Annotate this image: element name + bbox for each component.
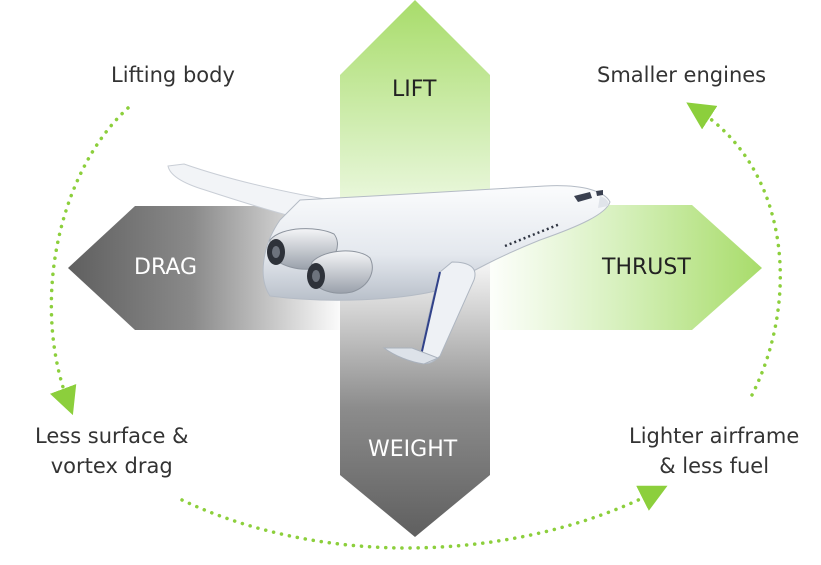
lift-label: LIFT — [392, 77, 437, 102]
benefit-less-drag-line1: Less surface & — [35, 424, 189, 448]
benefit-less-drag: Less surface & vortex drag — [35, 421, 188, 481]
benefit-lighter-airframe: Lighter airframe & less fuel — [629, 421, 799, 481]
benefit-less-drag-line2: vortex drag — [50, 454, 173, 478]
benefit-lifting-body: Lifting body — [111, 63, 235, 87]
weight-label: WEIGHT — [368, 437, 458, 462]
benefit-lighter-airframe-line1: Lighter airframe — [629, 424, 800, 448]
drag-label: DRAG — [134, 255, 198, 280]
benefit-lighter-airframe-line2: & less fuel — [659, 454, 770, 478]
cycle-arrow-right — [686, 102, 782, 397]
benefit-smaller-engines: Smaller engines — [597, 63, 767, 87]
thrust-label: THRUST — [602, 255, 691, 280]
engine-lower — [307, 250, 373, 294]
aircraft-illustration — [167, 163, 611, 365]
